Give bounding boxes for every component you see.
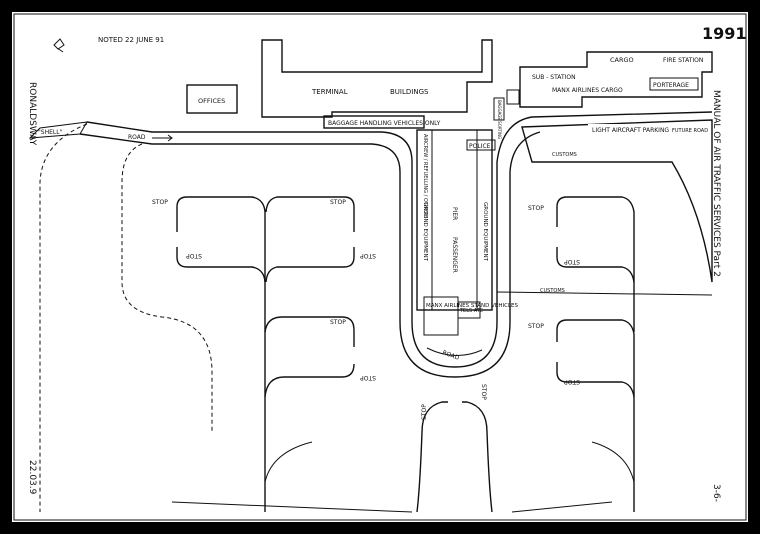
ground-equipment-left-label: GROUND EQUIPMENT	[422, 202, 428, 262]
light-aircraft-parking-area	[521, 119, 713, 283]
tels-atc-box	[457, 301, 481, 319]
stand-right-mid-a	[556, 319, 635, 512]
grass-edge-dashed	[121, 143, 213, 432]
customs-mid-label: CUSTOMS	[540, 288, 565, 294]
future-road-label: FUTURE ROAD	[672, 128, 708, 134]
stop-label-8: STOP	[564, 258, 580, 265]
side-text-page-number: 3-6-	[711, 484, 721, 502]
police-box	[466, 139, 496, 151]
stand-right-mid-b	[556, 362, 635, 398]
stop-label-10: STOP	[564, 378, 580, 385]
stand-right-top-a	[556, 196, 635, 282]
taxi-line-centre-a	[416, 401, 448, 513]
inner-border	[13, 13, 747, 521]
passenger-pier	[416, 129, 493, 311]
stop-label-12: STOP	[480, 384, 487, 400]
baggage-handling-box	[323, 115, 425, 129]
road-arrow-icon	[152, 134, 173, 142]
offices-label: OFFICES	[198, 97, 225, 105]
stop-label-11: STOP	[421, 404, 428, 420]
baggage-handling-label: BAGGAGE HANDLING VEHICLES ONLY	[328, 120, 441, 127]
stop-label-6: STOP	[360, 374, 376, 381]
cargo-label: CARGO	[610, 56, 634, 64]
light-aircraft-parking-label: LIGHT AIRCRAFT PARKING	[592, 127, 669, 134]
buildings-label: BUILDINGS	[390, 88, 429, 96]
terminal-buildings-outline	[261, 39, 493, 118]
stop-label-5: STOP	[330, 319, 346, 326]
stand-left-top-d	[265, 247, 355, 283]
porterage-box	[649, 77, 699, 91]
year-label: 1991	[702, 24, 747, 43]
side-text-manual-title: MANUAL OF AIR TRAFFIC SERVICES Part 2	[711, 90, 721, 277]
manx-cargo-label: MANX AIRLINES CARGO	[552, 87, 623, 94]
sub-station-label: SUB - STATION	[532, 74, 576, 81]
airfield-boundary-dashed	[39, 123, 88, 512]
road-bottom-arrow-icon	[426, 347, 483, 356]
side-text-date: 22.03.9	[27, 460, 37, 495]
stand-left-mid-b	[264, 363, 355, 398]
airport-apron-plan: 1991 NOTED 22 JUNE 91 RONALDSWAY 22.03.9…	[12, 12, 748, 522]
handwritten-note: NOTED 22 JUNE 91	[98, 36, 164, 44]
lap-label-bg	[588, 124, 656, 142]
stand-left-top-b	[265, 196, 355, 232]
offices-building	[186, 84, 238, 114]
fire-station-label: FIRE STATION	[663, 57, 703, 64]
customs-top-label: CUSTOMS	[552, 152, 577, 158]
bottom-road	[171, 501, 613, 513]
stand-left-top-c	[176, 247, 266, 283]
stand-left-mid-a	[264, 316, 355, 347]
porterage-label: PORTERAGE	[653, 82, 689, 89]
stop-label-9: STOP	[528, 323, 544, 330]
road-label-left: ROAD	[128, 134, 146, 141]
pier-label: PIER	[451, 207, 458, 220]
stamp-mark-icon	[53, 38, 65, 53]
stop-label-7: STOP	[528, 205, 544, 212]
stop-label-4: STOP	[360, 252, 376, 259]
main-road-inner	[79, 131, 541, 378]
stand-right-top-b	[556, 247, 635, 283]
terminal-label: TERMINAL	[311, 88, 348, 96]
baggage-sorting-box	[493, 97, 505, 121]
tels-atc-label: TELS ATC	[459, 308, 484, 314]
stand-left-top-a	[176, 196, 266, 282]
stand-vehicles-label: MANX AIRLINES STAND VEHICLES	[426, 303, 519, 309]
taxi-line-bottom-left	[264, 441, 313, 512]
plan-drawing: 1991 NOTED 22 JUNE 91 RONALDSWAY 22.03.9…	[13, 13, 747, 521]
stop-label-2: STOP	[330, 199, 346, 206]
ramp-refuelling-label: AIRCREW / REFUELLING / OTHERS	[422, 134, 428, 218]
stop-label-3: STOP	[186, 252, 202, 259]
customs-line	[496, 291, 713, 296]
passenger-label: PASSENGER	[451, 237, 458, 273]
ground-equipment-right-label: GROUND EQUIPMENT	[482, 202, 488, 262]
side-text-ronaldsway: RONALDSWAY	[27, 82, 37, 146]
taxi-line-centre-b	[462, 401, 493, 513]
taxi-line-bottom-right	[591, 441, 635, 512]
stop-label-1: STOP	[152, 199, 168, 206]
shell-label: "SHELL"	[38, 129, 63, 136]
cargo-complex-outline	[519, 51, 713, 108]
main-road-outer	[86, 111, 713, 368]
baggage-sorting-label: BAGGAGE SORTING	[497, 100, 502, 139]
small-building-box	[506, 89, 520, 105]
police-label: POLICE	[469, 143, 491, 150]
